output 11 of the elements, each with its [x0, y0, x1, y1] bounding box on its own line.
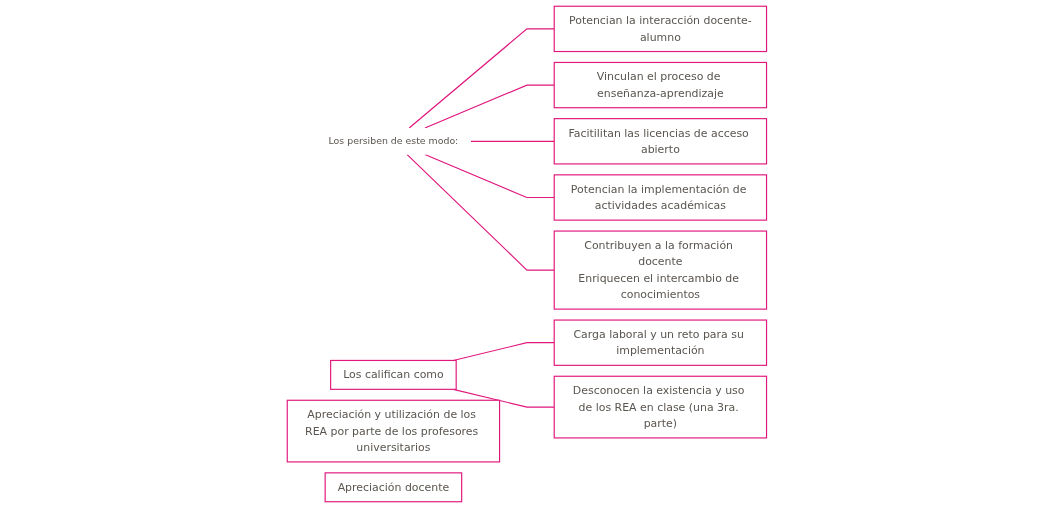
node-box: Apreciación docente	[324, 472, 462, 503]
node-box: Desconocen la existencia y uso de los REA en clase (una 3ra. parte)	[553, 375, 767, 439]
node-box: Potencian la interacción docente-alumno	[553, 5, 767, 53]
node-box: Apreciación y utilización de los REA por parte de los profesores universitarios	[286, 399, 500, 463]
node-box: Facitilitan las licencias de acceso abierto	[553, 118, 767, 165]
node-box: Contribuyen a la formación docente Enriquecen el intercambio de conocimientos	[553, 230, 767, 310]
node-box: Potencian la implementación de actividades académicas	[553, 174, 767, 221]
node-text: Los persiben de este modo:	[328, 135, 458, 147]
node-box: Los califican como	[329, 359, 457, 390]
node-box: Carga laboral y un reto para su implementación	[553, 319, 767, 366]
node-box: Vinculan el proceso de enseñanza-aprendizaje	[553, 61, 767, 109]
